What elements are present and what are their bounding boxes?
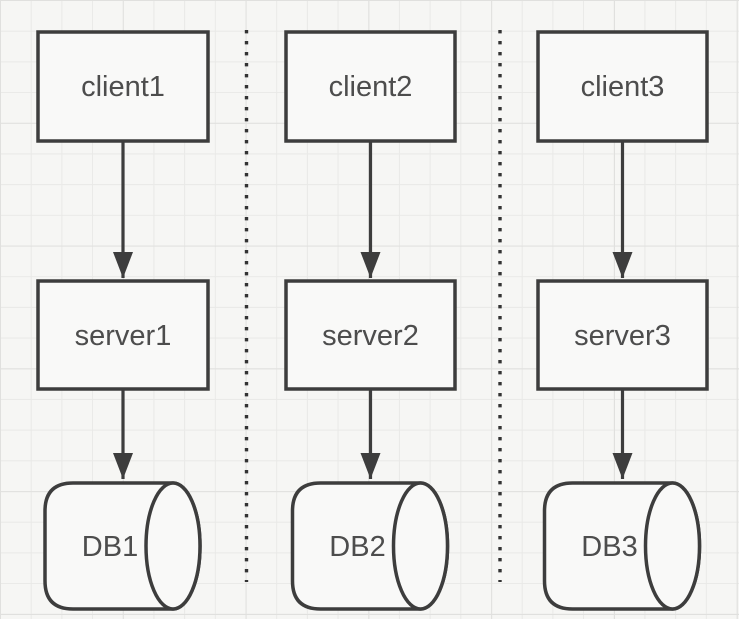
client-node-label: client1 (81, 71, 165, 103)
server-node-label: server3 (574, 320, 671, 352)
server-node-box (284, 279, 457, 391)
server-node-box (536, 279, 709, 391)
client-node-label: client2 (329, 71, 413, 103)
client-node-box (36, 30, 210, 143)
database-cylinder-cap (643, 481, 702, 611)
database-label: DB3 (581, 531, 637, 563)
lane-3: client3 server3 DB3 (536, 30, 709, 611)
server-node-label: server1 (75, 320, 172, 352)
lane-2: client2 server2 DB2 (284, 30, 457, 611)
database-cylinder-cap (144, 481, 202, 611)
client-node-label: client3 (581, 71, 665, 103)
client-node-box (536, 30, 709, 143)
database-label: DB1 (82, 531, 138, 563)
database-label: DB2 (329, 531, 385, 563)
lane-1: client1 server1 DB1 (36, 30, 210, 611)
server-node-label: server2 (322, 320, 419, 352)
client-node-box (284, 30, 457, 143)
database-cylinder-cap (391, 481, 450, 611)
server-node-box (36, 279, 210, 391)
